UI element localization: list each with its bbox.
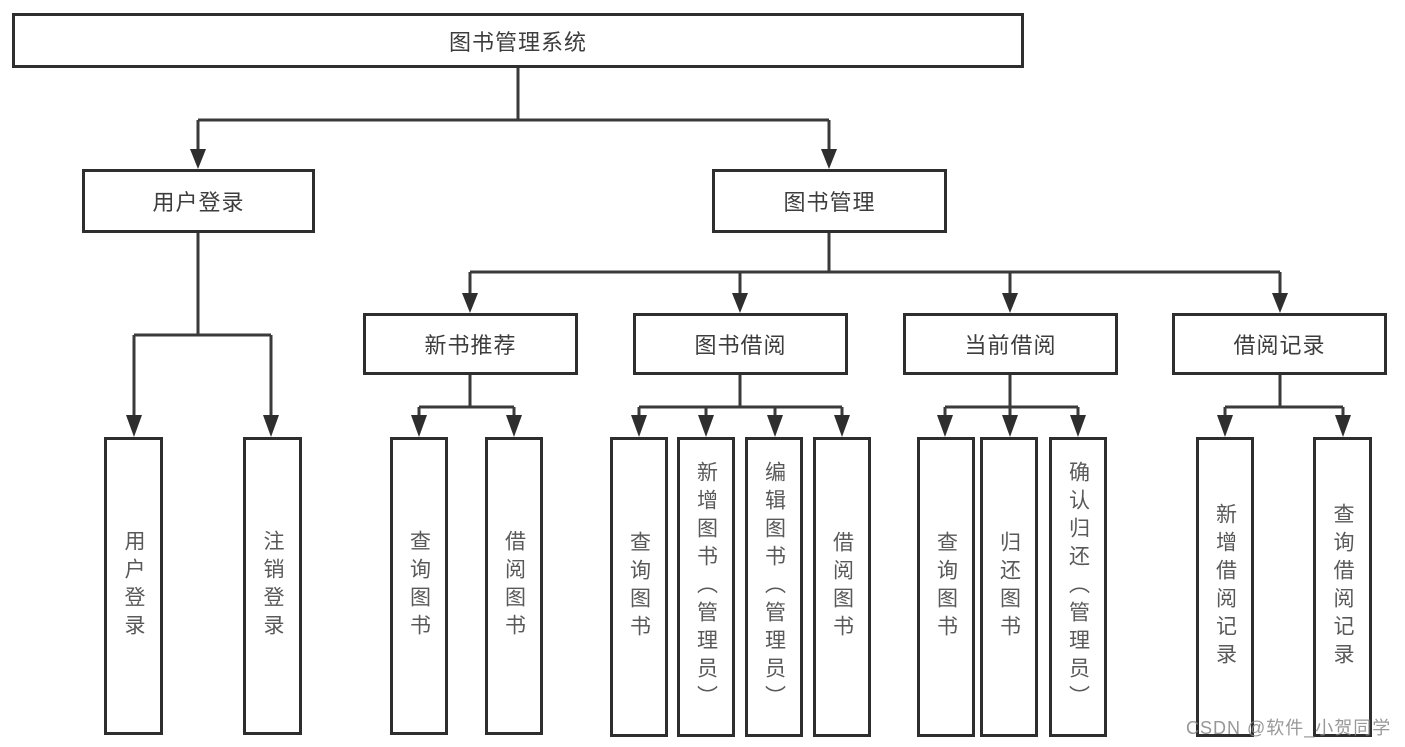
leaf-return-book-label: 归还图书 [997, 531, 1021, 643]
node-book-borrow: 图书借阅 [633, 313, 848, 375]
connector-book-borrow-children [637, 375, 844, 416]
node-user-login: 用户登录 [82, 169, 315, 233]
leaf-return-book: 归还图书 [980, 437, 1038, 737]
leaf-add-borrow-record: 新增借阅记录 [1196, 437, 1254, 737]
leaf-query-books-recommend: 查询图书 [390, 437, 448, 735]
leaf-borrow-books-label: 借阅图书 [830, 531, 854, 643]
leaf-confirm-return-admin-label: 确认归还（管理员） [1066, 461, 1090, 713]
node-new-book-recommend: 新书推荐 [363, 313, 578, 375]
connector-book-mgmt-children [468, 233, 1282, 294]
csdn-watermark: CSDN @软件_小贺同学 [1186, 718, 1392, 738]
leaf-user-login: 用户登录 [104, 437, 163, 735]
leaf-logout-label: 注销登录 [261, 530, 284, 642]
leaf-confirm-return-admin: 确认归还（管理员） [1049, 437, 1107, 737]
leaf-query-books-recommend-label: 查询图书 [407, 530, 431, 642]
leaf-logout: 注销登录 [243, 437, 302, 735]
leaf-borrow-books-recommend: 借阅图书 [485, 437, 543, 735]
leaf-query-books-borrow-label: 查询图书 [627, 531, 651, 643]
node-new-book-recommend-label: 新书推荐 [424, 333, 517, 358]
arrowheads [126, 149, 1351, 437]
connector-current-borrow-children [943, 375, 1080, 416]
node-book-borrow-label: 图书借阅 [694, 333, 787, 358]
node-current-borrow-label: 当前借阅 [964, 333, 1057, 358]
leaf-edit-book-admin-label: 编辑图书（管理员） [762, 461, 786, 713]
node-borrow-records: 借阅记录 [1172, 313, 1387, 375]
node-book-management: 图书管理 [712, 169, 947, 233]
leaf-query-books-current: 查询图书 [917, 437, 975, 737]
leaf-add-book-admin: 新增图书（管理员） [677, 437, 735, 737]
leaf-query-borrow-record: 查询借阅记录 [1313, 437, 1372, 737]
connector-borrow-records-children [1223, 375, 1345, 416]
leaf-query-books-borrow: 查询图书 [610, 437, 668, 737]
leaf-add-book-admin-label: 新增图书（管理员） [694, 461, 718, 713]
leaf-query-books-current-label: 查询图书 [934, 531, 958, 643]
leaf-query-borrow-record-label: 查询借阅记录 [1331, 503, 1354, 671]
node-library-system: 图书管理系统 [12, 13, 1024, 68]
leaf-add-borrow-record-label: 新增借阅记录 [1213, 503, 1237, 671]
leaf-edit-book-admin: 编辑图书（管理员） [745, 437, 803, 737]
node-current-borrow: 当前借阅 [903, 313, 1118, 375]
leaf-user-login-label: 用户登录 [122, 530, 145, 642]
connector-root-to-level2 [196, 68, 831, 150]
leaf-borrow-books: 借阅图书 [813, 437, 871, 737]
leaf-borrow-books-recommend-label: 借阅图书 [502, 530, 526, 642]
connector-new-book-children [417, 375, 516, 416]
connector-user-login-children [132, 233, 273, 416]
node-book-management-label: 图书管理 [783, 190, 876, 215]
node-borrow-records-label: 借阅记录 [1233, 333, 1326, 358]
node-library-system-label: 图书管理系统 [448, 29, 587, 55]
node-user-login-label: 用户登录 [152, 190, 245, 215]
